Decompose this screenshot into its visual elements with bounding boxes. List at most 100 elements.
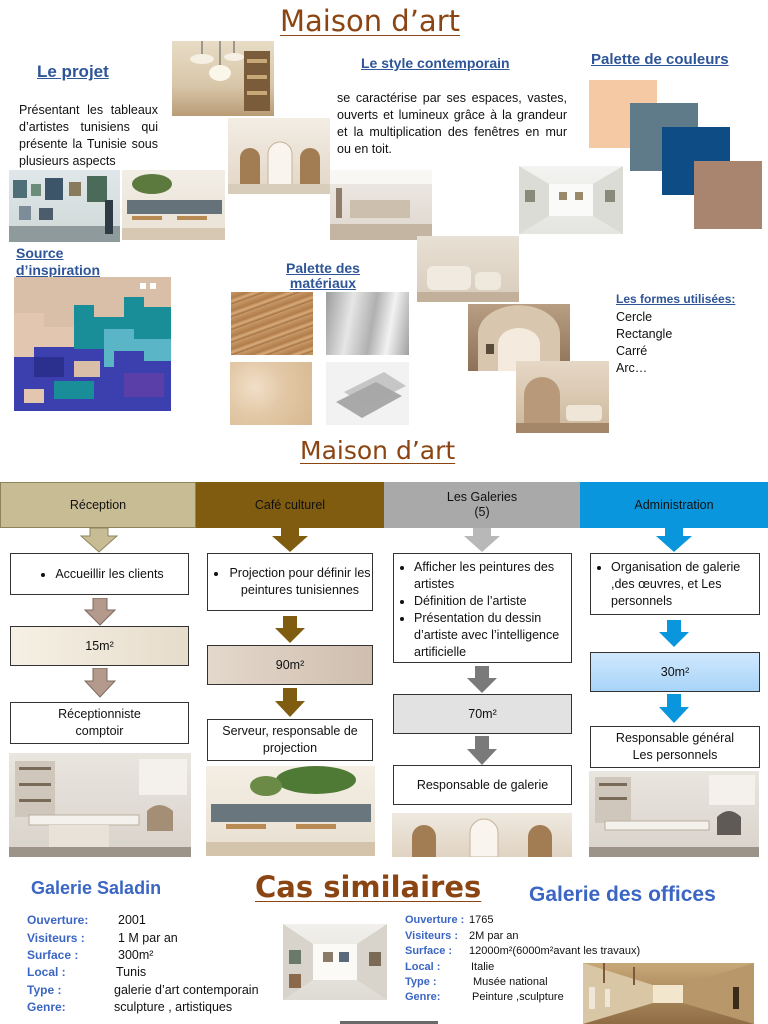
offices-value: Musée national [473, 976, 548, 988]
description-item: Présentation du dessin d’artiste avec l’… [414, 610, 571, 661]
description-item: Organisation de galerie ,des œuvres, et … [611, 559, 759, 610]
galerie-arches-photo [392, 813, 572, 857]
staff-box-galeries: Responsable de galerie [393, 765, 572, 805]
formes-heading: Les formes utilisées: [616, 292, 736, 306]
inspiration-heading: Source d’inspiration [16, 245, 100, 278]
area-value: 90m² [275, 658, 305, 672]
corridor-photo [519, 166, 623, 234]
area-box-administration: 30m² [590, 652, 760, 692]
staff-box-administration: Responsable général Les personnels [590, 726, 760, 768]
pendant-lamps-photo [172, 41, 274, 116]
style-heading: Le style contemporain [361, 55, 510, 71]
offices-value: 2M par an [469, 930, 519, 942]
projet-text: Présentant les tableaux d’artistes tunis… [19, 103, 158, 168]
style-text: se caractérise par ses espaces, vastes, … [337, 91, 567, 156]
area-value: 70m² [468, 707, 497, 721]
section2-title: Maison d’art [300, 436, 456, 465]
column-header-label: Café culturel [254, 497, 326, 512]
description-item: Définition de l’artiste [414, 593, 571, 610]
saladin-value: Tunis [116, 965, 147, 979]
description-item: Projection pour définir les peintures tu… [228, 565, 372, 599]
page-title: Maison d’art [280, 4, 460, 38]
arrow-down-icon [84, 668, 116, 698]
arches-hall-photo [228, 118, 330, 194]
offices-value: 12000m²(6000m²avant les travaux) [469, 945, 641, 957]
arch-lounge-photo [516, 361, 609, 433]
saladin-value: galerie d’art contemporain [114, 983, 259, 997]
palette-couleurs-heading: Palette de couleurs [591, 51, 729, 68]
forme-item: Cercle [616, 310, 653, 324]
offices-label: Type : [405, 976, 437, 988]
gallery-wall-photo [9, 170, 120, 242]
arrow-down-icon [275, 616, 305, 643]
description-item: Afficher les peintures des artistes [414, 559, 571, 593]
area-box-reception: 15m² [10, 626, 189, 666]
arrow-down-icon [275, 688, 305, 717]
saladin-value: sculpture , artistiques [114, 1000, 233, 1014]
arched-room-photo [468, 304, 570, 371]
admin-office-photo [589, 771, 759, 857]
offices-value: Peinture ,sculpture [472, 991, 564, 1003]
cas-similaires-title: Cas similaires [255, 870, 482, 904]
arrow-down-icon [659, 620, 689, 647]
arrow-down-icon [464, 528, 500, 552]
offices-label: Local : [405, 961, 441, 973]
arrow-down-icon [467, 666, 497, 693]
offices-name: Galerie des offices [529, 883, 716, 906]
description-box-galeries: Afficher les peintures des artistes Défi… [393, 553, 572, 663]
column-header-label: Réception [69, 497, 127, 512]
staff-box-cafe: Serveur, responsable de projection [207, 719, 373, 761]
offices-label: Genre: [405, 991, 441, 1003]
description-item: Accueillir les clients [55, 566, 163, 583]
offices-value: Italie [471, 961, 495, 973]
projet-heading: Le projet [37, 62, 109, 81]
saladin-label: Visiteurs : [27, 931, 85, 945]
column-header-cafe: Café culturel [196, 482, 384, 528]
staff-text: Réceptionniste comptoir [58, 707, 141, 738]
staff-text: Serveur, responsable de projection [222, 724, 358, 755]
saladin-gallery-photo [283, 924, 387, 1000]
forme-item: Arc… [616, 361, 648, 375]
material-wood [231, 292, 313, 355]
saladin-label: Ouverture: [27, 913, 89, 927]
arrow-down-icon [467, 736, 497, 765]
description-box-administration: Organisation de galerie ,des œuvres, et … [590, 553, 760, 615]
color-swatch-taupe [694, 161, 762, 229]
arrow-down-icon [84, 598, 116, 626]
saladin-label: Type : [27, 983, 62, 997]
material-metal [326, 292, 409, 355]
materiaux-heading: Palette des matériaux [286, 260, 360, 291]
offices-value: 1765 [469, 914, 494, 926]
arrow-down-icon [80, 528, 118, 553]
forme-item: Carré [616, 344, 648, 358]
saladin-value: 1 M par an [118, 931, 178, 945]
column-header-label: Administration [634, 497, 714, 512]
inspiration-mosaic [14, 277, 171, 411]
description-box-reception: Accueillir les clients [10, 553, 189, 595]
staff-text: Responsable général Les personnels [615, 731, 735, 762]
saladin-value: 300m² [118, 948, 154, 962]
saladin-name: Galerie Saladin [31, 878, 162, 898]
arrow-down-icon [272, 528, 308, 552]
material-glass [326, 362, 409, 425]
saladin-label: Surface : [27, 948, 79, 962]
offices-label: Ouverture : [405, 914, 465, 926]
white-lobby-photo [330, 170, 432, 240]
column-header-reception: Réception [0, 482, 196, 528]
area-value: 30m² [660, 665, 690, 679]
saladin-value: 2001 [118, 913, 146, 927]
offices-label: Surface : [405, 945, 453, 957]
staff-text: Responsable de galerie [416, 777, 549, 792]
staff-box-reception: Réceptionniste comptoir [10, 702, 189, 744]
arrow-down-icon [656, 528, 692, 552]
saladin-label: Local : [27, 965, 66, 979]
forme-item: Rectangle [616, 327, 673, 341]
area-value: 15m² [85, 639, 114, 653]
cafe-seating-photo [122, 170, 225, 240]
reception-office-photo [9, 753, 191, 857]
column-header-label: Les Galeries (5) [446, 490, 518, 519]
column-header-galeries: Les Galeries (5) [384, 482, 580, 528]
cafe-photo [206, 766, 375, 856]
living-room-photo [417, 236, 519, 302]
area-box-cafe: 90m² [207, 645, 373, 685]
